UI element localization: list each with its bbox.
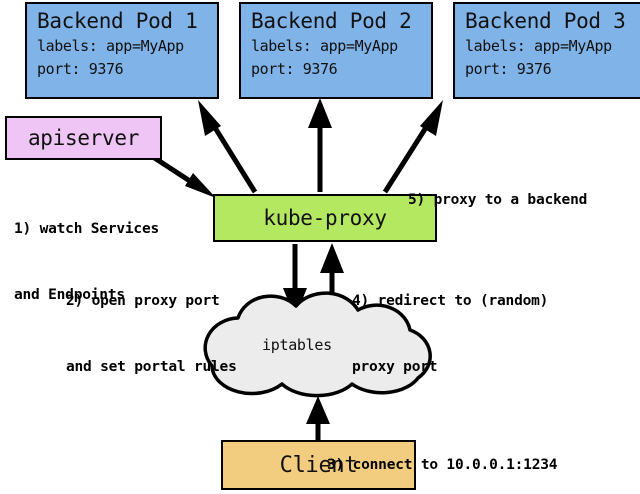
step-2-line-2: and set portal rules [66, 359, 237, 375]
step-3-annotation: 3) connect to 10.0.0.1:1234 [327, 410, 558, 494]
edge-kubeproxy-to-pod2 [308, 98, 332, 192]
backend-pod-3-box[interactable]: Backend Pod 3 labels: app=MyApp port: 93… [453, 2, 640, 99]
backend-pod-2-box[interactable]: Backend Pod 2 labels: app=MyApp port: 93… [239, 2, 433, 99]
step-4-line-2: proxy port [352, 359, 438, 375]
backend-pod-3-labels: labels: app=MyApp [465, 37, 612, 55]
apiserver-box[interactable]: apiserver [5, 116, 162, 160]
step-4-annotation: 4) redirect to (random) proxy port [352, 246, 548, 422]
step-3-line-1: 3) connect to 10.0.0.1:1234 [327, 457, 558, 473]
backend-pod-2-port: port: 9376 [251, 60, 338, 78]
iptables-cloud [203, 291, 432, 398]
edge-kubeproxy-to-pod1 [198, 100, 258, 194]
step-4-line-1: 4) redirect to (random) [352, 293, 549, 309]
backend-pod-1-title: Backend Pod 1 [37, 9, 198, 33]
backend-pod-2-title: Backend Pod 2 [251, 9, 412, 33]
step-1-line-1: 1) watch Services [14, 221, 160, 237]
step-1-annotation: 1) watch Services and Endpoints [14, 174, 159, 350]
client-label: Client [279, 452, 358, 478]
backend-pod-2-labels: labels: app=MyApp [251, 37, 398, 55]
edge-apiserver-to-kubeproxy [148, 152, 216, 198]
backend-pod-3-port: port: 9376 [465, 60, 552, 78]
client-box[interactable]: Client [221, 440, 416, 490]
step-2-line-1: 2) open proxy port [66, 293, 220, 309]
backend-pod-1-box[interactable]: Backend Pod 1 labels: app=MyApp port: 93… [25, 2, 219, 99]
backend-pod-3-title: Backend Pod 3 [465, 9, 626, 33]
edge-client-to-iptables [306, 396, 330, 440]
backend-pod-1-labels: labels: app=MyApp [37, 37, 184, 55]
iptables-label: iptables [262, 336, 332, 354]
kube-proxy-box[interactable]: kube-proxy [213, 194, 437, 242]
backend-pod-1-port: port: 9376 [37, 60, 124, 78]
apiserver-label: apiserver [27, 126, 140, 150]
step-5-annotation: 5) proxy to a backend [408, 145, 587, 255]
edge-kubeproxy-to-pod3 [382, 100, 443, 194]
step-2-annotation: 2) open proxy port and set portal rules [66, 246, 237, 422]
step-5-line-1: 5) proxy to a backend [408, 192, 588, 208]
kube-proxy-label: kube-proxy [263, 206, 387, 230]
step-1-line-2: and Endpoints [14, 287, 125, 303]
